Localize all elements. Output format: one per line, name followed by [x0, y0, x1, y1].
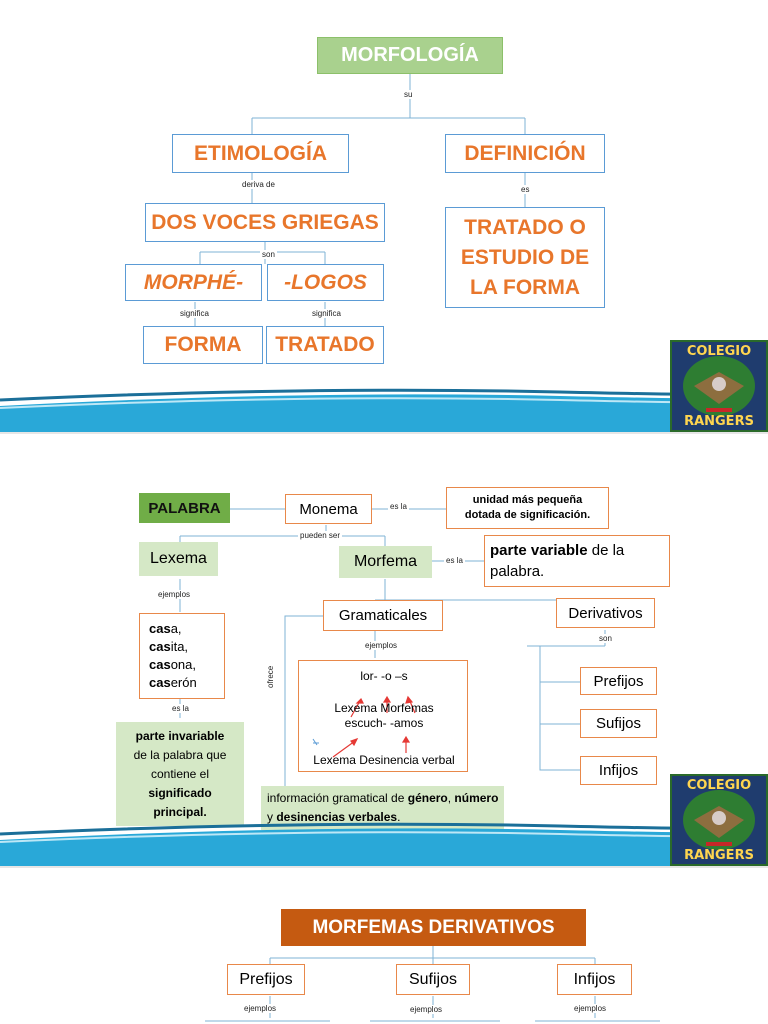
- link-label-ejemplos-2: ejemplos: [363, 641, 400, 650]
- monema-box: Monema: [285, 494, 372, 524]
- logo-graphic: [683, 790, 755, 850]
- monema-definition-box: unidad más pequeña dotada de significaci…: [446, 487, 609, 529]
- morfemas-derivativos-title: MORFEMAS DERIVATIVOS: [281, 909, 586, 946]
- forma-box: FORMA: [143, 326, 263, 364]
- link-label-ejemplos-c: ejemplos: [572, 1004, 609, 1013]
- logo-bottom-text: RANGERS: [684, 848, 754, 863]
- infijos-box: Infijos: [580, 756, 657, 785]
- morfema-def-rest: de la palabra.: [490, 542, 625, 580]
- morfologia-title: MORFOLOGÍA: [317, 37, 503, 74]
- palabra-box: PALABRA: [139, 493, 230, 523]
- link-label-es: es: [519, 185, 532, 194]
- footer-band: [0, 822, 768, 866]
- link-label-significa-1: significa: [178, 309, 211, 318]
- morfema-def-bold: parte variable: [490, 542, 588, 559]
- sufijos-box-3: Sufijos: [396, 964, 470, 995]
- prefijos-box: Prefijos: [580, 667, 657, 695]
- lexema-box: Lexema: [139, 542, 218, 576]
- slide-morfemas-derivativos: MORFEMAS DERIVATIVOS Prefijos Sufijos In…: [0, 868, 768, 1024]
- link-label-su: su: [402, 90, 415, 99]
- slide-morfologia: MORFOLOGÍA su ETIMOLOGÍA DEFINICIÓN deri…: [0, 0, 768, 432]
- example-casita: casita,: [149, 639, 189, 654]
- example-arrows: [312, 695, 416, 758]
- tratado-estudio-box: TRATADO O ESTUDIO DE LA FORMA: [445, 207, 605, 308]
- monema-def-line-2: dotada de significación.: [464, 509, 591, 521]
- link-label-deriva-de: deriva de: [240, 180, 277, 189]
- link-label-son-2: son: [597, 634, 614, 643]
- gramaticales-examples-box: lor- -o –s Lexema Morfemas escuch- -amos…: [298, 660, 468, 772]
- gram-line-4: Lexema Desinencia verbal: [313, 753, 455, 767]
- morfema-definition-box: parte variable de la palabra.: [484, 535, 670, 587]
- lexema-def-line-5: principal.: [153, 804, 207, 819]
- gram-line-2: Lexema Morfemas: [334, 701, 434, 715]
- logos-box: -LOGOS: [267, 264, 384, 301]
- gramaticales-box: Gramaticales: [323, 600, 443, 631]
- sufijos-box: Sufijos: [580, 709, 657, 738]
- link-label-ejemplos-1: ejemplos: [156, 590, 193, 599]
- definicion-box: DEFINICIÓN: [445, 134, 605, 173]
- informacion-gramatical-box: información gramatical de género, número…: [261, 786, 504, 830]
- lexema-def-line-3: contiene el: [150, 766, 210, 781]
- dos-voces-griegas-box: DOS VOCES GRIEGAS: [145, 203, 385, 242]
- etimologia-box: ETIMOLOGÍA: [172, 134, 349, 173]
- link-label-significa-2: significa: [310, 309, 343, 318]
- gram-line-3: escuch- -amos: [344, 716, 424, 730]
- colegio-rangers-logo: COLEGIO RANGERS: [670, 340, 768, 432]
- logo-bottom-text: RANGERS: [684, 414, 754, 429]
- tratado-box: TRATADO: [266, 326, 384, 364]
- prefijos-box-3: Prefijos: [227, 964, 305, 995]
- tratado-line-1: TRATADO O: [464, 215, 586, 239]
- footer-band: [0, 388, 768, 432]
- link-label-ofrece: ofrece: [266, 663, 275, 690]
- lexema-definition-box: parte invariable de la palabra que conti…: [116, 722, 244, 826]
- infijos-box-3: Infijos: [557, 964, 632, 995]
- link-label-son: son: [260, 250, 277, 259]
- tratado-line-2: ESTUDIO DE: [460, 245, 590, 269]
- logo-graphic: [683, 356, 755, 416]
- link-label-es-la-2: es la: [444, 556, 465, 565]
- connector-lines: [205, 946, 660, 1022]
- tratado-line-3: LA FORMA: [469, 275, 581, 299]
- gram-line-1: lor- -o –s: [360, 669, 408, 683]
- logo-top-text: COLEGIO: [686, 778, 752, 793]
- example-casona: casona,: [149, 657, 197, 672]
- colegio-rangers-logo: COLEGIO RANGERS: [670, 774, 768, 866]
- slide-palabra: PALABRA Monema es la unidad más pequeña …: [0, 434, 768, 866]
- example-caseron: caserón: [149, 675, 197, 690]
- morphe-box: MORPHÉ-: [125, 264, 262, 301]
- morfema-box: Morfema: [339, 546, 432, 578]
- monema-def-line-1: unidad más pequeña: [472, 494, 583, 506]
- link-label-es-la-3: es la: [170, 704, 191, 713]
- link-label-pueden-ser: pueden ser: [298, 531, 343, 540]
- logo-top-text: COLEGIO: [686, 344, 752, 359]
- example-casa: casa,: [149, 621, 182, 636]
- lexema-def-line-1: parte invariable: [135, 728, 225, 743]
- lexema-def-line-4: significado: [148, 785, 212, 800]
- link-label-es-la-1: es la: [388, 502, 409, 511]
- link-label-ejemplos-b: ejemplos: [408, 1005, 445, 1014]
- derivativos-box: Derivativos: [556, 598, 655, 628]
- lexema-examples-box: casa, casita, casona, caserón: [139, 613, 225, 699]
- lexema-def-line-2: de la palabra que: [133, 747, 227, 762]
- link-label-ejemplos-a: ejemplos: [242, 1004, 279, 1013]
